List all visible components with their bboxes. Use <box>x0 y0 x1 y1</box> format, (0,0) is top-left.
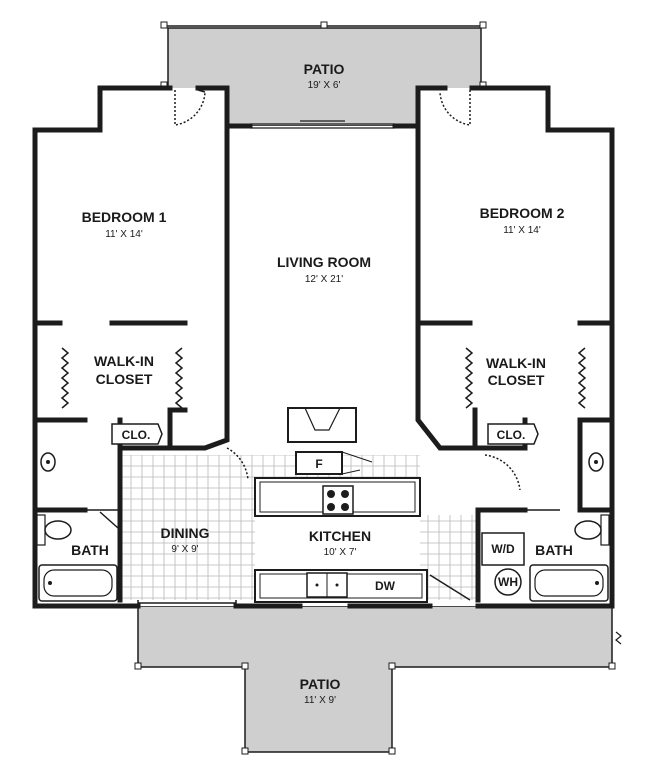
kitchen-label: KITCHEN <box>309 528 371 544</box>
living-room-dim: 12' X 21' <box>305 274 343 285</box>
patio-bottom <box>134 605 622 755</box>
kitchen-sink <box>306 572 348 598</box>
water-heater-label: WH <box>498 575 518 589</box>
bath-1-fixtures <box>36 452 118 602</box>
walkin-1-label-line2: CLOSET <box>96 371 153 387</box>
bath-walls <box>32 417 615 603</box>
utility-closet <box>481 532 525 596</box>
dining-label: DINING <box>161 525 210 541</box>
walkin-2-label-line1: WALK-IN <box>486 355 546 371</box>
washer-dryer-label: W/D <box>491 542 515 556</box>
patio-bottom-dim: 11' X 9' <box>304 695 336 706</box>
fridge-alcove <box>295 451 373 475</box>
clo-2-label: CLO. <box>497 428 526 442</box>
doors <box>85 89 560 606</box>
bedroom-2-dim: 11' X 14' <box>503 225 541 236</box>
bath-2-label: BATH <box>535 542 573 558</box>
bath-2-fixtures <box>529 452 610 602</box>
living-room-label: LIVING ROOM <box>277 254 371 270</box>
bedroom-1-label: BEDROOM 1 <box>82 209 167 225</box>
dishwasher-label: DW <box>375 579 396 593</box>
bedroom-2-walls <box>415 123 615 451</box>
patio-bottom-label: PATIO <box>300 676 341 692</box>
patio-top-dim: 19' X 6' <box>308 80 341 91</box>
walkin-2-label-line2: CLOSET <box>488 372 545 388</box>
closet-rods <box>60 347 587 409</box>
clo-1-label: CLO. <box>122 428 151 442</box>
walkin-1-label-line1: WALK-IN <box>94 353 154 369</box>
fridge-label: F <box>315 457 322 471</box>
stove <box>322 485 354 515</box>
bedroom-1-dim: 11' X 14' <box>105 229 143 240</box>
clo-boxes <box>111 423 539 445</box>
dining-dim: 9' X 9' <box>171 544 198 555</box>
bedroom-2-label: BEDROOM 2 <box>480 205 565 221</box>
bath-1-label: BATH <box>71 542 109 558</box>
fireplace <box>287 407 357 443</box>
sliding-door-top <box>250 120 395 129</box>
exterior-walls <box>32 85 615 609</box>
kitchen-dim: 10' X 7' <box>324 547 357 558</box>
patio-top-label: PATIO <box>304 61 345 77</box>
